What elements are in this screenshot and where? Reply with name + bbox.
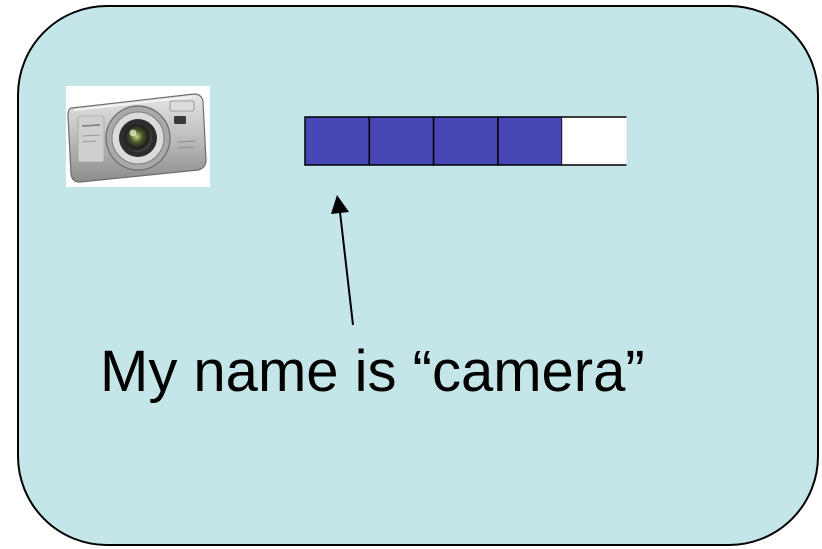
- memory-cell-filled: [304, 116, 371, 166]
- camera-icon: [67, 93, 207, 183]
- caption-text: My name is “camera”: [100, 339, 645, 404]
- memory-cell-empty: [562, 116, 627, 166]
- memory-cell-filled: [432, 116, 499, 166]
- pointer-arrow: [331, 195, 354, 326]
- camera-photo: [66, 86, 210, 187]
- memory-cell-filled: [368, 116, 435, 166]
- memory-cell-filled: [497, 116, 563, 166]
- camera-logo: [77, 115, 105, 163]
